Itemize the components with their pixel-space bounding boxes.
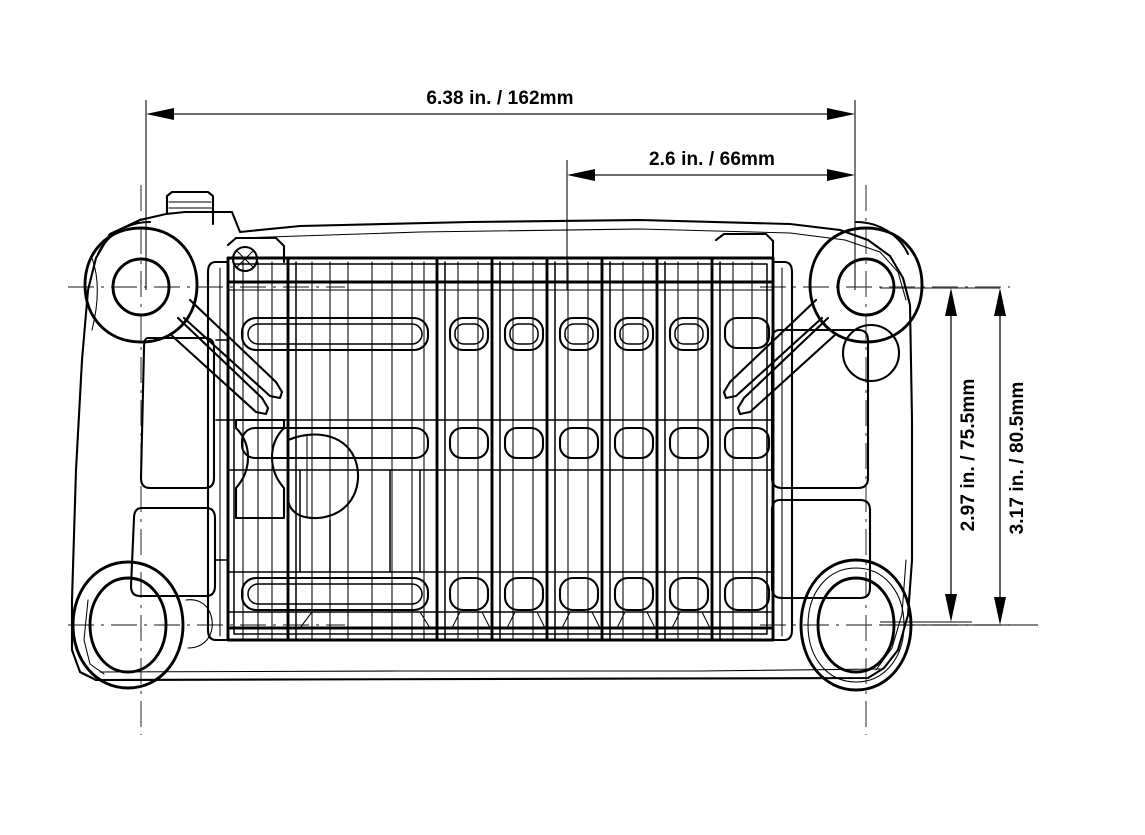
part-outer-body (70, 190, 914, 682)
boss-top-right-shoulder (854, 220, 910, 256)
slot-u-4 (558, 316, 600, 352)
core-screw-boss (231, 245, 259, 273)
slot-u-6 (668, 316, 710, 352)
dimension-label-inner-width: 2.6 in. / 66mm (649, 149, 775, 170)
boss-top-right-gusset-a (736, 316, 838, 416)
fin-columns (286, 258, 721, 640)
boss-bottom-left-slot (88, 576, 168, 674)
slot-l-1-inner (247, 583, 423, 605)
body-top-right-fillet-inner (844, 239, 907, 301)
core-waisted-ribs (234, 418, 286, 520)
core-left-flange (206, 260, 230, 642)
slot-u-2 (448, 316, 490, 352)
boss-top-left-outer-ring (83, 226, 199, 344)
slot-row-lower (240, 576, 771, 612)
slot-u-2-inner (454, 323, 484, 345)
slot-l-4 (558, 576, 600, 612)
left-side-recesses (129, 336, 217, 598)
top-left-tab (165, 190, 215, 226)
arrow-left-overall (146, 108, 174, 120)
boss-bottom-left-side-lug (185, 599, 213, 649)
core-left-top-cap (226, 236, 286, 264)
body-bottom-left-fillet-inner (83, 599, 105, 675)
arrow-top-overall-height (994, 288, 1006, 316)
waist-rib-1 (234, 418, 286, 520)
core-dome-feature (286, 433, 360, 520)
dimension-inner-height: 2.97 in. / 75.5mm (880, 287, 1000, 623)
core-right-top-cap (714, 232, 775, 264)
slot-u-5 (613, 316, 655, 352)
dimension-label-overall-width: 6.38 in. / 162mm (426, 88, 573, 109)
slot-row-upper (240, 316, 771, 352)
slot-m-2 (448, 426, 490, 460)
slot-u-7 (723, 316, 771, 350)
left-recess-upper (139, 336, 216, 490)
boss-bottom-right-slot (816, 576, 896, 674)
taper-2 (451, 611, 491, 629)
slot-u-3 (503, 316, 545, 352)
arrow-right-inner-width (827, 169, 855, 181)
slot-m-6 (668, 426, 710, 460)
slot-m-3 (503, 426, 545, 460)
arrow-bottom-overall-height (994, 597, 1006, 625)
slot-row-mid (240, 426, 771, 460)
boss-bottom-right-outer-ring (799, 558, 913, 692)
mounting-boss-top-left (83, 220, 284, 416)
dimension-label-inner-height: 2.97 in. / 75.5mm (958, 379, 979, 532)
arrow-top-inner-height (945, 288, 957, 316)
taper-3 (506, 611, 546, 629)
dimension-overall-width: 6.38 in. / 162mm (145, 88, 856, 290)
core-screw-slash-2 (236, 250, 254, 268)
boss-top-right-hole (836, 257, 896, 317)
left-flange-body (206, 260, 230, 642)
dimension-inner-width: 2.6 in. / 66mm (566, 149, 855, 290)
slot-l-3 (503, 576, 545, 612)
slot-l-1 (240, 576, 430, 612)
dimension-overall-height: 3.17 in. / 80.5mm (880, 288, 1038, 626)
slot-u-5-inner (619, 323, 649, 345)
slot-l-2 (448, 576, 490, 612)
taper-4 (561, 611, 601, 629)
boss-top-left-hole (111, 257, 171, 317)
core-bay-bottom-tapers (299, 611, 711, 629)
body-top-edge-inner (239, 228, 846, 241)
taper-6 (671, 611, 711, 629)
boss-top-left-gusset-b (182, 298, 284, 400)
slot-l-7 (723, 576, 771, 612)
right-flange-body (771, 260, 794, 642)
boss-top-right-outer-ring (808, 226, 924, 344)
boss-top-left-shoulder (96, 220, 152, 256)
left-recess-lower (129, 506, 217, 598)
body-silhouette (70, 210, 914, 682)
arrow-right-overall (827, 108, 855, 120)
taper-1 (299, 611, 431, 629)
slot-m-1 (240, 426, 430, 460)
slot-m-4 (558, 426, 600, 460)
boss-top-left-left-tangent (91, 257, 98, 331)
slot-u-6-inner (674, 323, 704, 345)
mounting-boss-top-right (722, 220, 924, 416)
arrow-bottom-inner-height (945, 594, 957, 622)
slot-l-5 (613, 576, 655, 612)
dome-outline (286, 433, 360, 520)
slot-l-6 (668, 576, 710, 612)
core-internal-fins (228, 258, 773, 640)
arrow-left-inner-width (567, 169, 595, 181)
slot-u-1-inner (247, 323, 423, 345)
secondary-hole-right (841, 323, 901, 383)
slot-m-5 (613, 426, 655, 460)
slot-u-3-inner (509, 323, 539, 345)
body-bottom-edge-inner (99, 668, 881, 673)
core-right-flange (771, 260, 794, 642)
boss-top-left-gusset-a (168, 316, 270, 416)
core-mid-connectors (299, 469, 421, 573)
slot-u-1 (240, 316, 430, 352)
slot-u-4-inner (564, 323, 594, 345)
boss-top-right-gusset-b (722, 298, 824, 400)
dimension-label-overall-height: 3.17 in. / 80.5mm (1007, 382, 1028, 535)
slot-m-7 (723, 426, 771, 460)
taper-5 (616, 611, 656, 629)
